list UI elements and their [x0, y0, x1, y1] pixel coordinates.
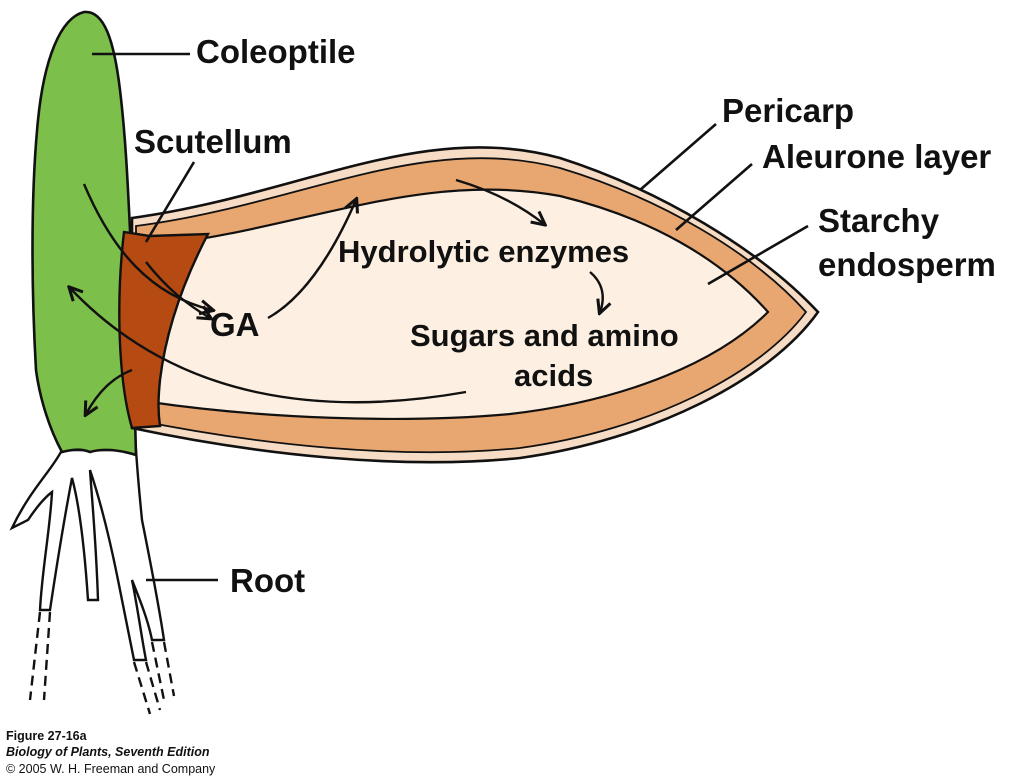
- label-endosperm: endosperm: [818, 246, 996, 283]
- root-tip-dashed-middle: [132, 661, 162, 715]
- leader-aleurone: [675, 163, 753, 231]
- label-scutellum: Scutellum: [134, 123, 292, 160]
- caption-figure: Figure 27-16a: [6, 729, 88, 743]
- arrow-scutellum-to-embryo: [86, 368, 133, 414]
- label-pericarp: Pericarp: [722, 92, 854, 129]
- root-tip-dashed-right: [150, 641, 176, 701]
- leader-starchy-endosperm: [707, 224, 809, 286]
- label-hydrolytic-enzymes: Hydrolytic enzymes: [338, 234, 629, 269]
- arrow-ga-to-aleurone: [267, 200, 356, 320]
- caption-book: Biology of Plants, Seventh Edition: [6, 745, 210, 759]
- starchy-endosperm-shape: [148, 188, 770, 420]
- root-tip-dashed-left: [28, 611, 52, 701]
- caption-copyright: © 2005 W. H. Freeman and Company: [6, 762, 216, 776]
- root-system: [9, 448, 176, 715]
- leader-pericarp: [639, 123, 717, 191]
- arrow-aleurone-to-hydrolytic: [455, 178, 544, 224]
- coleoptile-shape: [31, 10, 138, 457]
- label-root: Root: [230, 562, 305, 599]
- label-aleurone-layer: Aleurone layer: [762, 138, 991, 175]
- arrow-sugars-to-coleoptile: [70, 288, 467, 404]
- scutellum-shape: [118, 230, 211, 430]
- arrow-hydrolytic-to-sugars: [589, 271, 603, 312]
- arrow-coleoptile-to-ga: [82, 183, 212, 310]
- arrow-scutellum-to-ga: [145, 261, 210, 318]
- root-shape: [9, 448, 166, 662]
- label-acids: acids: [514, 358, 593, 393]
- label-coleoptile: Coleoptile: [196, 33, 356, 70]
- label-sugars-and-amino: Sugars and amino: [410, 318, 679, 353]
- leader-scutellum: [144, 161, 196, 243]
- label-starchy: Starchy: [818, 202, 940, 239]
- label-ga: GA: [210, 306, 260, 343]
